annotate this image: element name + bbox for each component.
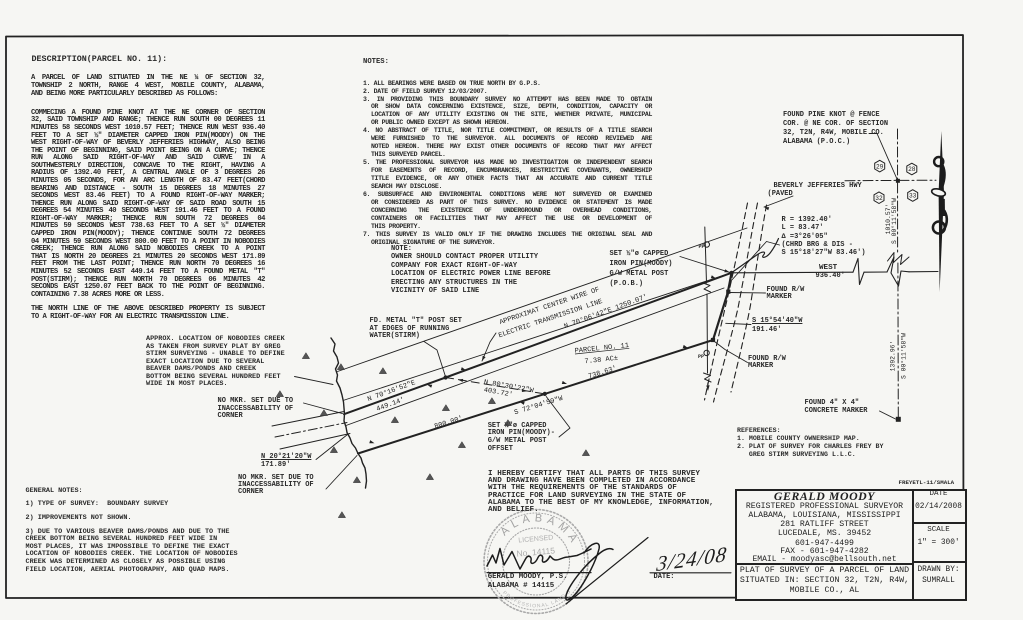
svg-text:No. 14115: No. 14115	[516, 545, 556, 558]
svg-text:S 72°04'59"W: S 72°04'59"W	[513, 394, 565, 418]
svg-text:S 00°11'58"W: S 00°11'58"W	[900, 333, 908, 379]
svg-text:800.00': 800.00'	[433, 415, 463, 431]
svg-text:33: 33	[909, 193, 917, 200]
svg-text:ALABAMA: ALABAMA	[498, 512, 581, 548]
svg-text:738.63': 738.63'	[587, 365, 617, 381]
svg-text:PARCEL NO. 11: PARCEL NO. 11	[574, 342, 629, 356]
svg-text:LICENSED: LICENSED	[518, 534, 553, 544]
svg-text:3/24/08: 3/24/08	[654, 542, 728, 576]
svg-text:1010.57': 1010.57'	[885, 204, 892, 235]
svg-text:7.38 AC±: 7.38 AC±	[584, 355, 618, 366]
svg-text:S 00°11'58"W: S 00°11'58"W	[890, 198, 898, 244]
svg-text:32: 32	[875, 195, 883, 202]
svg-text:28: 28	[908, 166, 916, 173]
svg-text:29: 29	[876, 163, 884, 170]
svg-text:1392.96': 1392.96'	[889, 341, 896, 372]
